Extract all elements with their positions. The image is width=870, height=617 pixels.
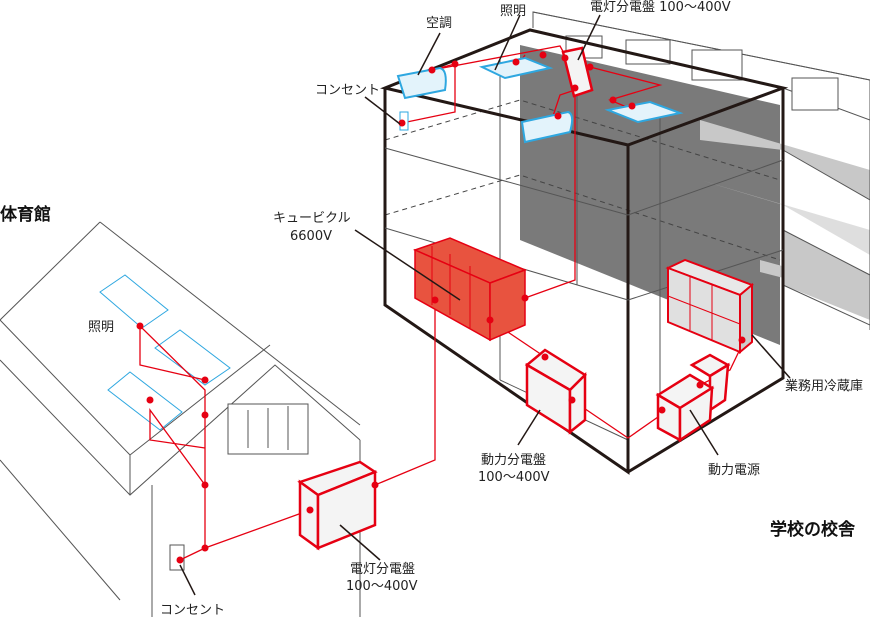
- school-light-1: [478, 56, 554, 80]
- cubicle: [412, 237, 528, 342]
- gym-outlet-label: コンセント: [160, 603, 225, 617]
- school-building: [380, 11, 870, 475]
- gym-title: 体育館: [0, 204, 51, 225]
- cubicle-label: キュービクル: [273, 211, 351, 226]
- connection-dots: [136, 51, 746, 564]
- school-lighting-panel: [561, 46, 594, 98]
- gym-lighting-label: 照明: [88, 320, 114, 335]
- gym-lighting-panel-label: 電灯分電盤: [350, 562, 415, 577]
- fridge: [665, 258, 754, 355]
- cubicle-voltage-label: 6600V: [290, 229, 332, 244]
- leader-lines: [179, 14, 791, 596]
- power-source-label: 動力電源: [708, 463, 760, 478]
- school-light-2: [604, 100, 684, 124]
- power-panel: [524, 348, 587, 435]
- power-source: [655, 353, 731, 443]
- power-panel-label: 動力分電盤: [481, 453, 546, 468]
- school-lighting-label: 照明: [500, 4, 526, 19]
- power-panel-voltage-label: 100～400V: [478, 470, 550, 485]
- gym-lighting-panel: [297, 460, 378, 551]
- gym-windows: [227, 403, 309, 455]
- aircon-label: 空調: [426, 16, 452, 31]
- gym-building: [0, 221, 361, 617]
- gym-lighting-panel-voltage-label: 100～400V: [346, 579, 418, 594]
- school-title: 学校の校舎: [770, 519, 856, 540]
- school-aircon-1: [396, 66, 447, 100]
- school-aircon-2: [520, 110, 574, 144]
- fridge-label: 業務用冷蔵庫: [785, 378, 863, 394]
- school-windows: [565, 35, 839, 111]
- school-outlet-label: コンセント: [315, 83, 380, 98]
- gym-light-panels: [99, 274, 231, 431]
- school-lighting-panel-label: 電灯分電盤 100～400V: [590, 0, 731, 15]
